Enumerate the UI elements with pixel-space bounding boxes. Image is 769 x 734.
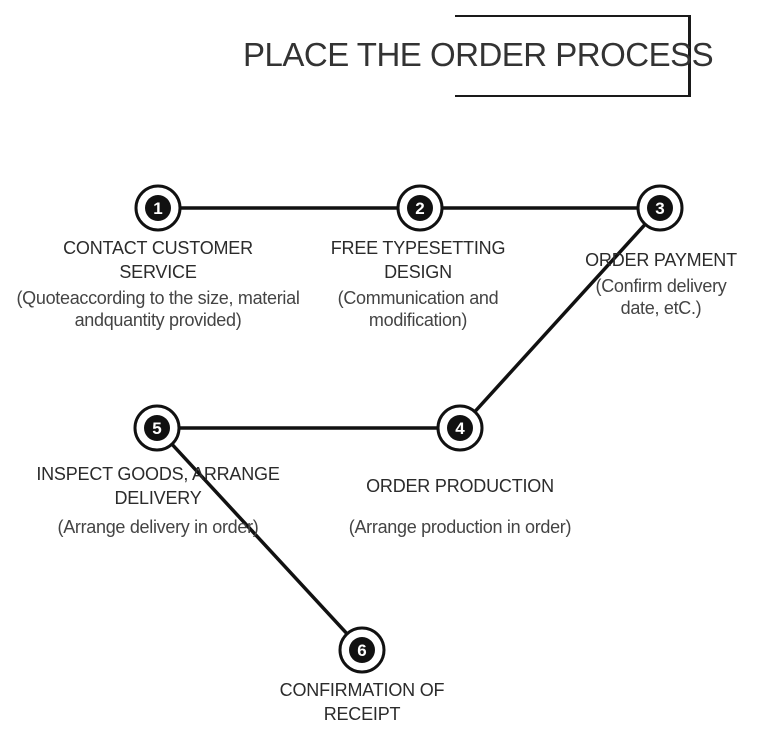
- step-1-number: 1: [153, 199, 162, 218]
- step-3-label: ORDER PAYMENT (Confirm delivery date, et…: [575, 248, 747, 319]
- step-5-marker: 5: [133, 404, 181, 452]
- step-1-marker: 1: [134, 184, 182, 232]
- step-2-name: FREE TYPESETTING DESIGN: [330, 238, 506, 282]
- title-frame: [455, 15, 691, 97]
- step-5-label: INSPECT GOODS, ARRANGE DELIVERY (Arrange…: [18, 462, 298, 538]
- step-4-marker: 4: [436, 404, 484, 452]
- step-6-label: CONFIRMATION OF RECEIPT: [262, 678, 462, 726]
- connector-3-4: [458, 206, 662, 430]
- step-3-number: 3: [655, 199, 664, 218]
- step-2-marker: 2: [396, 184, 444, 232]
- step-1-label: CONTACT CUSTOMER SERVICE (Quoteaccording…: [8, 236, 308, 331]
- step-6-marker: 6: [338, 626, 386, 674]
- step-2-number: 2: [415, 199, 424, 218]
- step-6-number: 6: [357, 641, 366, 660]
- step-3-name: ORDER PAYMENT: [585, 250, 737, 270]
- connector-5-6: [155, 426, 364, 652]
- step-4-number: 4: [455, 419, 465, 438]
- step-3-marker: 3: [636, 184, 684, 232]
- step-4-name: ORDER PRODUCTION: [366, 476, 554, 496]
- step-2-label: FREE TYPESETTING DESIGN (Communication a…: [318, 236, 518, 331]
- step-6-name: CONFIRMATION OF RECEIPT: [279, 680, 445, 724]
- step-1-name: CONTACT CUSTOMER SERVICE: [63, 238, 253, 282]
- page-title: PLACE THE ORDER PROCESS: [243, 36, 714, 73]
- step-3-note: (Confirm delivery date, etC.): [595, 276, 727, 318]
- step-5-number: 5: [152, 419, 161, 438]
- step-2-note: (Communication and modification): [337, 288, 499, 330]
- step-4-label: ORDER PRODUCTION (Arrange production in …: [320, 474, 600, 538]
- step-5-note: (Arrange delivery in order): [57, 517, 259, 537]
- step-1-note: (Quoteaccording to the size, material an…: [16, 288, 300, 330]
- step-4-note: (Arrange production in order): [348, 517, 572, 537]
- step-5-name: INSPECT GOODS, ARRANGE DELIVERY: [36, 464, 280, 508]
